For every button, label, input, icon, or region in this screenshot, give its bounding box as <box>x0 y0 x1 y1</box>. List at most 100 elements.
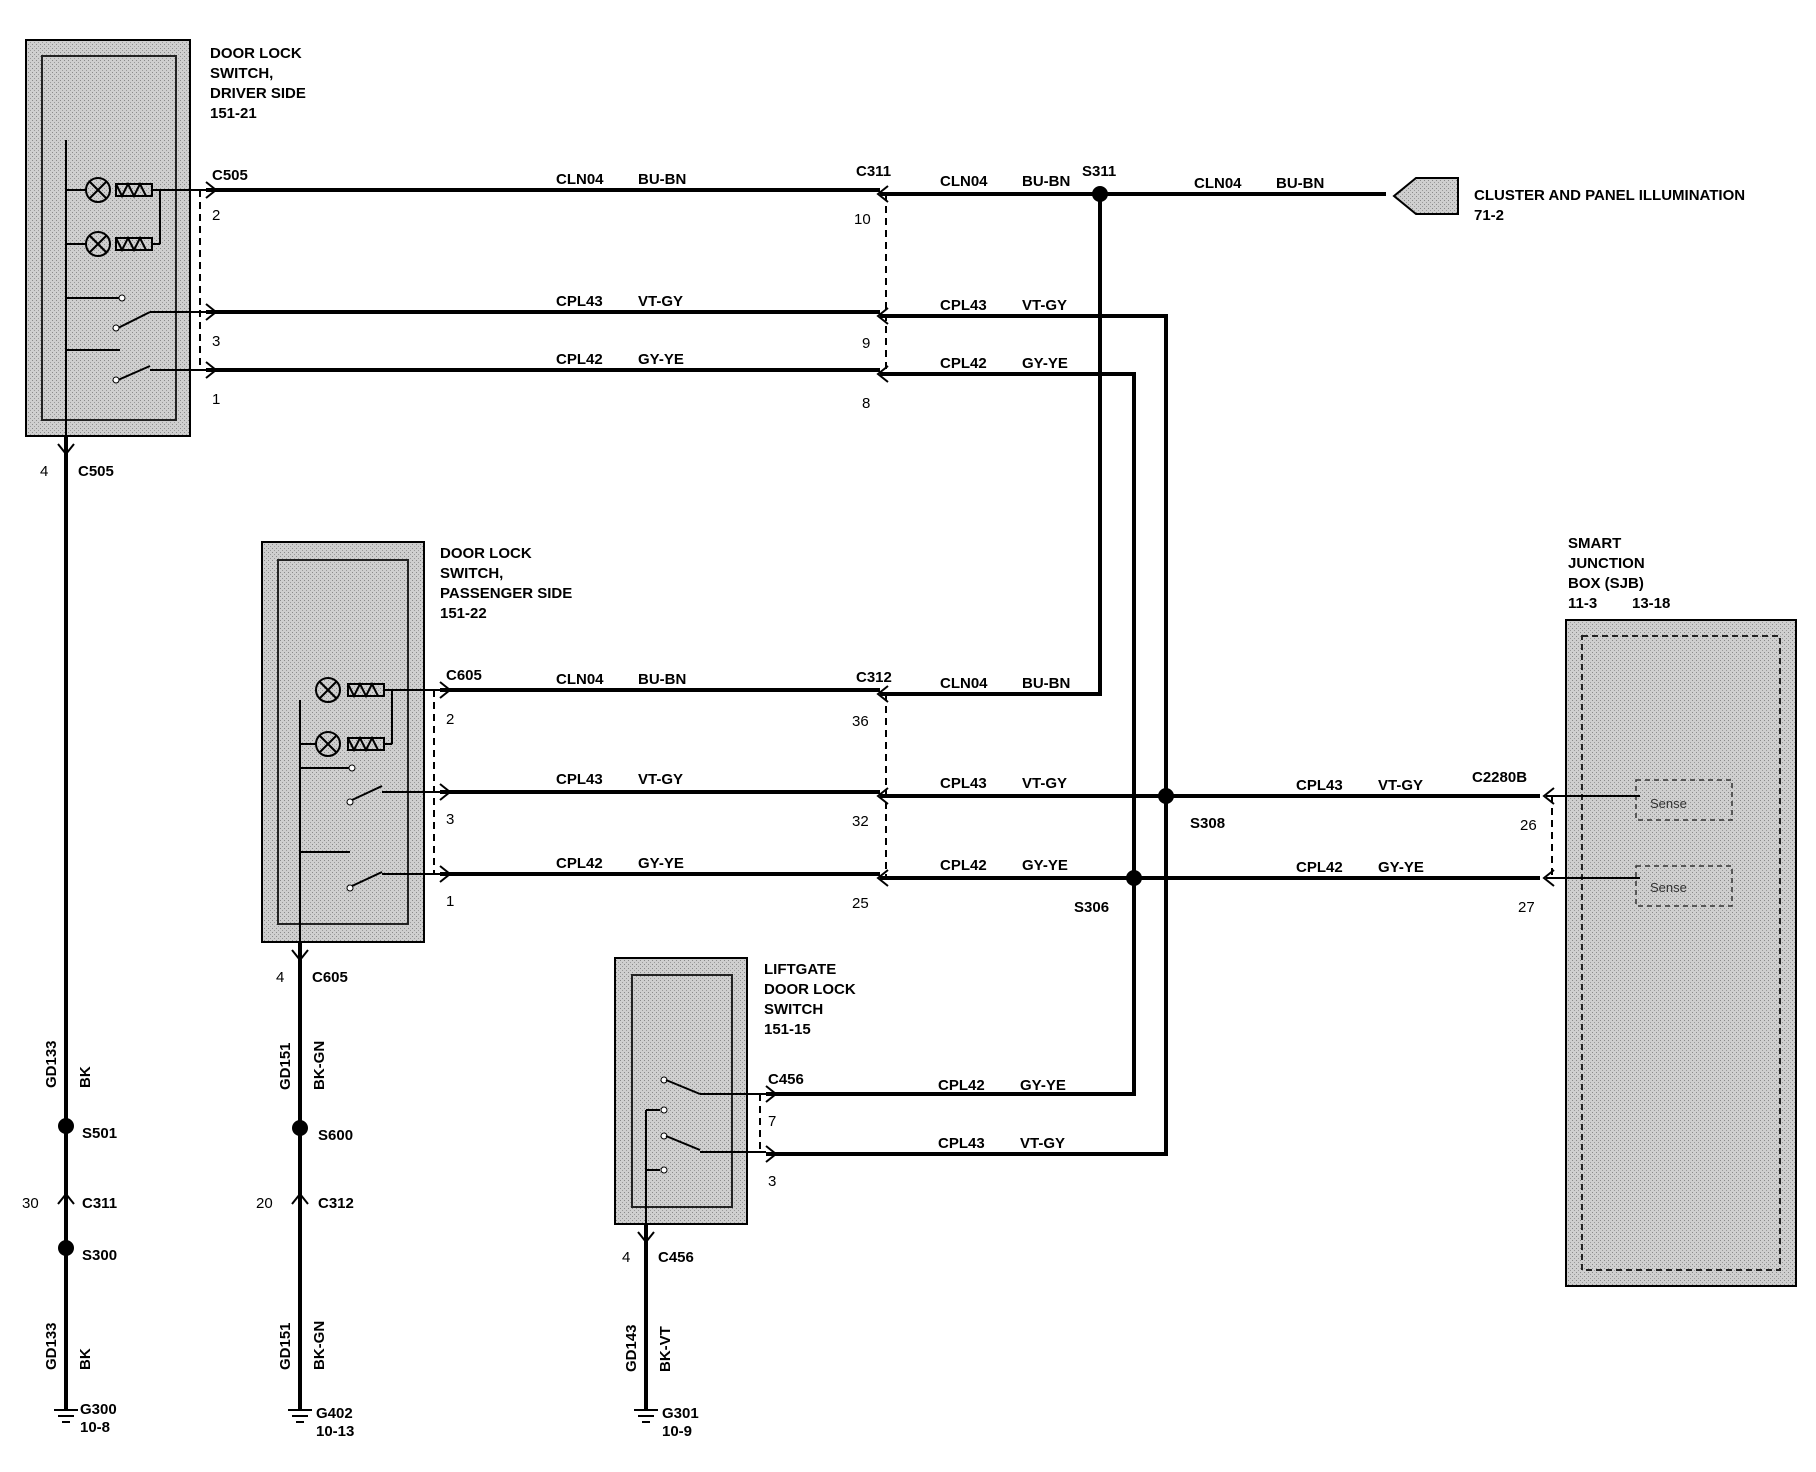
diagram-label: 4 <box>40 463 48 480</box>
diagram-label: 3 <box>768 1173 776 1190</box>
diagram-label: VT-GY <box>1378 777 1423 794</box>
driver-switch-title: DOOR LOCK SWITCH, DRIVER SIDE 151-21 <box>210 45 306 122</box>
diagram-label: C311 <box>856 163 891 180</box>
ground-wire-labels: GD133 BK GD133 BK GD151 BK-GN GD151 BK-G… <box>43 1040 674 1372</box>
diagram-label: GD133 <box>43 1322 60 1370</box>
passenger-switch-internals <box>299 677 440 942</box>
diagram-label: C312 <box>318 1195 354 1212</box>
diagram-label: VT-GY <box>1020 1135 1065 1152</box>
splice-s300-dot <box>58 1240 74 1256</box>
diagram-label: 11-3 <box>1568 595 1597 612</box>
splice-labels: S311 S308 S306 S501 S300 S600 <box>82 163 1225 1264</box>
liftgate-switch-title: LIFTGATE DOOR LOCK SWITCH 151-15 <box>764 961 856 1038</box>
diagram-label: BK-GN <box>311 1321 328 1370</box>
diagram-label: 7 <box>768 1113 776 1130</box>
diagram-label: DOOR LOCK <box>440 545 532 562</box>
diagram-label: 4 <box>622 1249 630 1266</box>
diagram-label: GD151 <box>277 1042 294 1090</box>
diagram-label: BOX (SJB) <box>1568 575 1644 592</box>
diagram-label: 26 <box>1520 817 1537 834</box>
diagram-label: 25 <box>852 895 869 912</box>
diagram-label: 9 <box>862 335 870 352</box>
diagram-label: 10-9 <box>662 1423 692 1440</box>
diagram-label: CLN04 <box>1194 175 1242 192</box>
diagram-label: GY-YE <box>1378 859 1424 876</box>
diagram-label: CPL43 <box>938 1135 985 1152</box>
diagram-label: 8 <box>862 395 870 412</box>
diagram-label: BU-BN <box>1022 675 1070 692</box>
diagram-label: BU-BN <box>1022 173 1070 190</box>
diagram-label: C456 <box>768 1071 804 1088</box>
diagram-label: CPL42 <box>556 855 603 872</box>
diagram-label: 151-15 <box>764 1021 811 1038</box>
diagram-label: 20 <box>256 1195 273 1212</box>
connector-arrows <box>57 181 1555 1244</box>
diagram-label: C605 <box>446 667 482 684</box>
diagram-label: S600 <box>318 1127 353 1144</box>
diagram-label: 2 <box>446 711 454 728</box>
diagram-label: 36 <box>852 713 869 730</box>
diagram-label: 3 <box>212 333 220 350</box>
diagram-label: DOOR LOCK <box>764 981 856 998</box>
sjb-title: SMART JUNCTION BOX (SJB) 11-3 13-18 <box>1568 535 1670 612</box>
diagram-label: BU-BN <box>1276 175 1324 192</box>
diagram-label: GY-YE <box>638 351 684 368</box>
diagram-label: CPL42 <box>940 355 987 372</box>
wires <box>64 188 1640 1410</box>
sjb-sense-2: Sense <box>1650 880 1687 895</box>
diagram-label: VT-GY <box>638 293 683 310</box>
liftgate-switch-internals <box>645 1076 766 1224</box>
cluster-title: CLUSTER AND PANEL ILLUMINATION 71-2 <box>1474 187 1745 224</box>
diagram-label: BK-VT <box>657 1326 674 1372</box>
diagram-label: CPL43 <box>940 297 987 314</box>
diagram-label: SWITCH <box>764 1001 823 1018</box>
diagram-label: CPL43 <box>556 771 603 788</box>
diagram-label: CPL42 <box>1296 859 1343 876</box>
diagram-label: BK <box>77 1066 94 1088</box>
splice-s308-dot <box>1158 788 1174 804</box>
diagram-label: BU-BN <box>638 671 686 688</box>
diagram-label: CLN04 <box>940 675 988 692</box>
diagram-label: GY-YE <box>1020 1077 1066 1094</box>
diagram-label: CLN04 <box>940 173 988 190</box>
diagram-label: S306 <box>1074 899 1109 916</box>
diagram-label: 2 <box>212 207 220 224</box>
diagram-label: PASSENGER SIDE <box>440 585 572 602</box>
diagram-label: CPL43 <box>1296 777 1343 794</box>
diagram-label: VT-GY <box>1022 297 1067 314</box>
diagram-label: CPL42 <box>556 351 603 368</box>
diagram-label: CPL42 <box>938 1077 985 1094</box>
diagram-label: JUNCTION <box>1568 555 1645 572</box>
ground-g402-icon <box>288 1409 312 1423</box>
diagram-label: 151-22 <box>440 605 487 622</box>
passenger-switch-box <box>261 541 425 943</box>
splice-dots <box>58 186 1174 1256</box>
diagram-label: 27 <box>1518 899 1535 916</box>
diagram-label: C311 <box>82 1195 117 1212</box>
diagram-label: GD143 <box>623 1324 640 1372</box>
diagram-label: C2280B <box>1472 769 1527 786</box>
liftgate-switch-box <box>614 957 748 1225</box>
splice-s501-dot <box>58 1118 74 1134</box>
diagram-label: GY-YE <box>638 855 684 872</box>
diagram-label: VT-GY <box>1022 775 1067 792</box>
diagram-label: GY-YE <box>1022 857 1068 874</box>
cluster-connector-icon <box>1392 177 1459 215</box>
passenger-switch-title: DOOR LOCK SWITCH, PASSENGER SIDE 151-22 <box>440 545 572 622</box>
diagram-label: CLN04 <box>556 171 604 188</box>
diagram-label: 1 <box>212 391 220 408</box>
diagram-label: GD133 <box>43 1040 60 1088</box>
splice-s600-dot <box>292 1120 308 1136</box>
diagram-label: S501 <box>82 1125 117 1142</box>
diagram-label: 13-18 <box>1632 595 1670 612</box>
diagram-label: GY-YE <box>1022 355 1068 372</box>
pin-numbers: 2 3 1 10 9 8 4 2 3 1 36 32 25 4 26 27 7 … <box>22 207 1537 1266</box>
diagram-label: BU-BN <box>638 171 686 188</box>
diagram-label: 151-21 <box>210 105 257 122</box>
diagram-label: 71-2 <box>1474 207 1504 224</box>
diagram-label: G301 <box>662 1405 699 1422</box>
ground-symbols <box>54 1409 658 1423</box>
diagram-label: C605 <box>312 969 348 986</box>
diagram-label: CLUSTER AND PANEL ILLUMINATION <box>1474 187 1745 204</box>
